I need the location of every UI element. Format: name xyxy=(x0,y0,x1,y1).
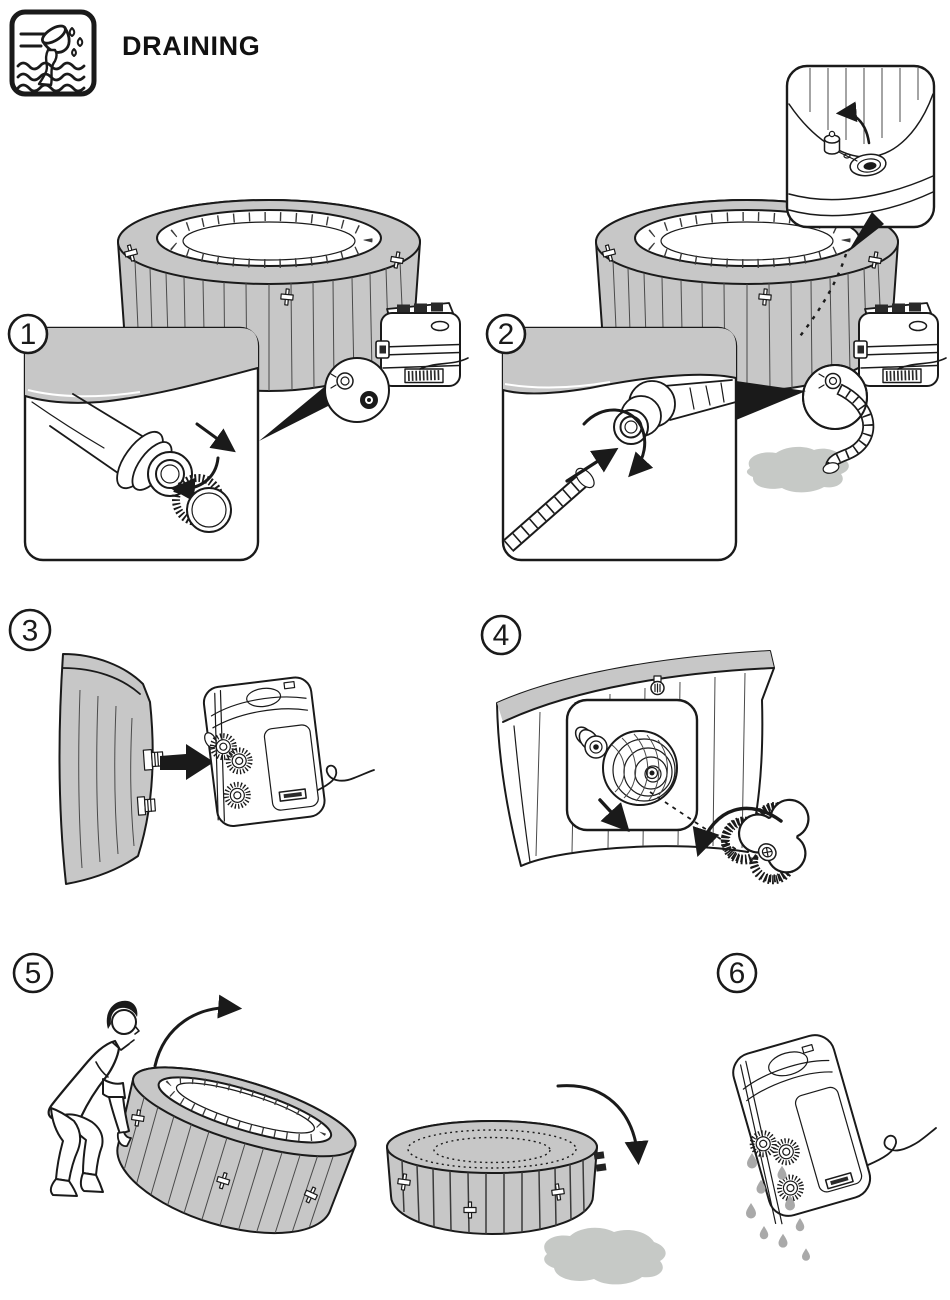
arrow-unscrew-nut xyxy=(692,806,783,857)
ground-line xyxy=(419,357,469,370)
step-3-number: 3 xyxy=(22,615,39,648)
floor-drain xyxy=(849,153,887,177)
inset-panel-valve-cap xyxy=(23,326,260,562)
callout-wedge xyxy=(736,381,806,420)
step-2-illustration: 2 xyxy=(485,64,947,562)
wall-fitting xyxy=(650,675,665,696)
arrow-pull-cap xyxy=(195,422,236,453)
step-1-number-badge: 1 xyxy=(7,313,49,355)
step-2-number-badge: 2 xyxy=(485,313,527,355)
pump-tilted-draining xyxy=(732,1034,872,1225)
drain-hose-closeup-circle xyxy=(802,364,875,474)
step-5-number-badge: 5 xyxy=(12,952,54,994)
wing-nut xyxy=(720,798,810,885)
drain-valve-body xyxy=(49,393,153,481)
callout-wedge xyxy=(848,212,884,252)
drain-valve-closeup-circle xyxy=(324,357,390,423)
arrow-flip-over xyxy=(153,994,243,1068)
arrow-unscrew xyxy=(170,456,220,502)
arrow-open-stopper xyxy=(835,101,871,145)
inset-panel-strainer xyxy=(565,698,699,832)
pump-rear-view xyxy=(202,676,326,827)
step-3-illustration: 3 xyxy=(8,608,375,885)
step-5-number: 5 xyxy=(25,957,42,990)
water-puddle xyxy=(746,446,849,493)
drain-valve-body xyxy=(613,379,737,445)
ground-line xyxy=(897,357,947,370)
drain-stopper-plug xyxy=(823,130,858,162)
water-puddle xyxy=(544,1227,666,1285)
arrow-attach-pump xyxy=(160,744,214,780)
step-4-illustration: 4 xyxy=(480,614,810,885)
drain-hose xyxy=(822,383,875,474)
water-stream xyxy=(37,48,58,87)
draining-water-icon xyxy=(9,9,97,97)
inner-valve-fitting xyxy=(574,726,608,759)
drain-cap xyxy=(172,474,232,533)
callout-dotted-line xyxy=(796,253,848,341)
step-6-illustration: 6 xyxy=(716,952,937,1261)
power-cord xyxy=(317,764,375,791)
step-4-number: 4 xyxy=(493,619,510,652)
tub-connector-stubs xyxy=(593,1151,607,1172)
page-title: DRAINING xyxy=(122,31,261,61)
arrow-remove xyxy=(598,798,630,833)
person-lifting-tub xyxy=(47,1000,140,1197)
strainer-dome xyxy=(602,730,678,806)
step-4-number-badge: 4 xyxy=(480,614,522,656)
page-header: DRAINING xyxy=(8,8,260,98)
tub-side-section xyxy=(58,653,165,885)
inset-panel-inner-stopper xyxy=(785,64,936,229)
tub-connector xyxy=(136,796,156,816)
alignment-dotted-line xyxy=(649,791,741,853)
step-1-number: 1 xyxy=(20,318,37,351)
inset-panel-hose-attach xyxy=(501,326,738,562)
step-3-number-badge: 3 xyxy=(8,608,52,652)
power-cord xyxy=(867,1127,937,1166)
arrow-set-down xyxy=(556,1084,649,1166)
step-6-number: 6 xyxy=(729,957,746,990)
callout-wedge xyxy=(259,383,336,441)
step-6-number-badge: 6 xyxy=(716,952,758,994)
tilted-tub xyxy=(116,1066,357,1235)
step-2-number: 2 xyxy=(498,318,515,351)
step-1-illustration: 1 xyxy=(7,200,469,562)
arrow-attach-hose xyxy=(565,447,619,483)
flipped-tub xyxy=(386,1120,607,1235)
arrow-screw-on xyxy=(582,408,654,478)
step-5-illustration: 5 xyxy=(12,952,666,1285)
